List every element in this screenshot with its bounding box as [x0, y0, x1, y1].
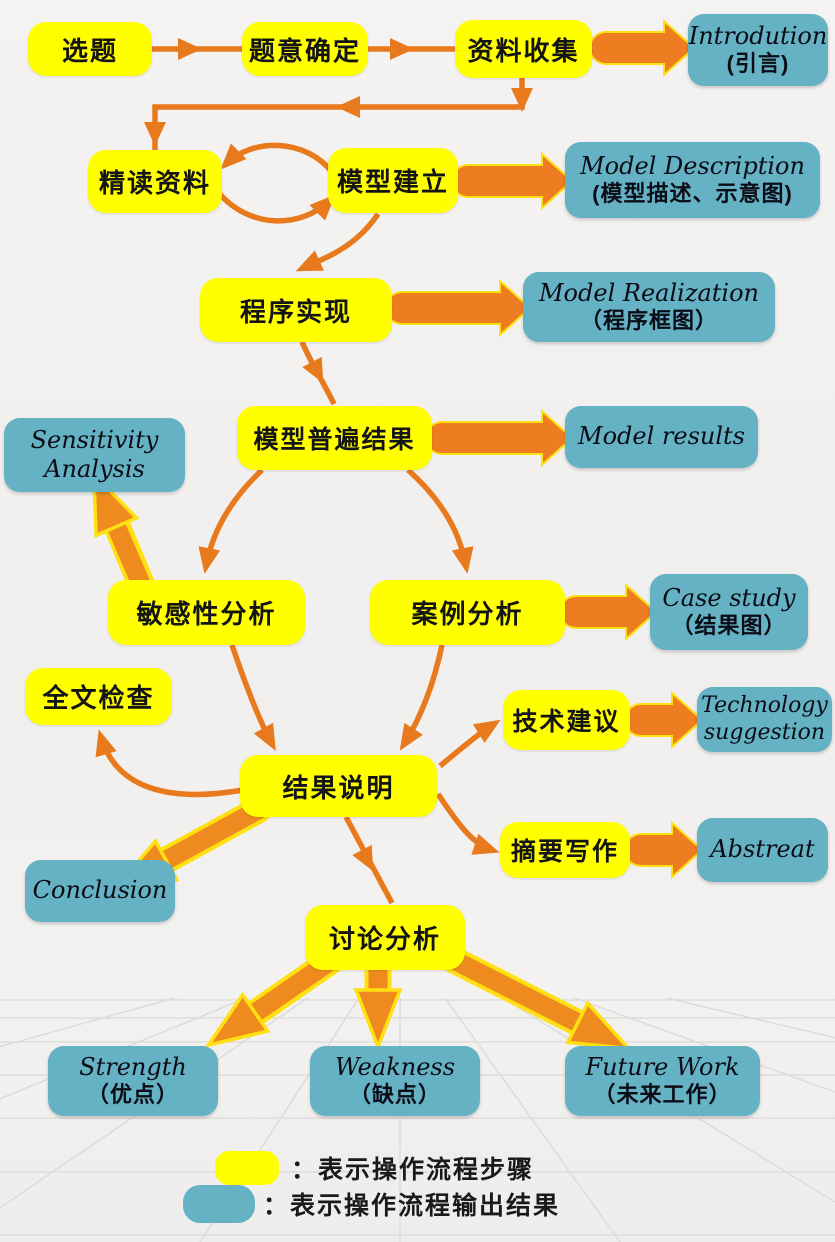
heavy-arrow-to-strength [204, 950, 342, 1049]
step-label: 题意确定 [248, 35, 361, 66]
step-label: 结果说明 [282, 772, 395, 803]
output-line2: Analysis [44, 455, 145, 483]
connector-case-to-explanation [399, 644, 445, 751]
step-problem-definition: 题意确定 [242, 22, 368, 76]
output-line2: （未来工作） [593, 1082, 732, 1108]
output-line1: Abstreat [710, 835, 815, 864]
step-label: 讨论分析 [328, 924, 441, 954]
output-technology-suggestion: Technology suggestion [697, 687, 832, 752]
output-line2: （结果图） [671, 613, 787, 639]
output-weakness: Weakness （缺点） [310, 1046, 480, 1116]
output-line1: Sensitivity [30, 425, 159, 454]
connector-explanation-to-suggestion [438, 719, 501, 769]
output-model-description: Model Description (模型描述、示意图) [565, 142, 820, 218]
step-model-general-results: 模型普遍结果 [237, 406, 432, 470]
mid-arrowheads [144, 38, 533, 872]
step-discussion-analysis: 讨论分析 [305, 905, 465, 970]
block-arrow-writing-to-abstract [624, 820, 704, 880]
connector-cycle-bottom-arc [215, 190, 336, 224]
heavy-arrow-to-sensitivity-output [91, 469, 152, 596]
output-line1: Model Realization [538, 278, 759, 307]
output-line1: Model results [578, 422, 745, 451]
output-conclusion: Conclusion [25, 860, 175, 922]
step-label: 摘要写作 [510, 838, 619, 866]
connector-explanation-to-check [95, 729, 244, 798]
connector-results-to-case [406, 467, 474, 574]
step-label: 资料收集 [467, 35, 580, 66]
output-line2: （缺点） [348, 1082, 441, 1108]
step-label: 模型普遍结果 [253, 426, 416, 454]
step-case-analysis: 案例分析 [370, 580, 565, 645]
legend-output-swatch [183, 1185, 255, 1223]
block-arrow-building-to-description [451, 151, 574, 211]
step-model-building: 模型建立 [328, 148, 458, 213]
heavy-arrow-to-future-work [440, 948, 633, 1051]
block-arrow-results-to-model-results [425, 408, 574, 468]
connector-explanation-to-abstract-writing [435, 792, 500, 855]
step-label: 全文检查 [42, 683, 155, 713]
output-case-study: Case study （结果图） [650, 574, 808, 650]
output-line1: Future Work [585, 1052, 740, 1081]
step-label: 技术建议 [512, 708, 621, 736]
output-line1: Strength [79, 1052, 187, 1081]
legend-step-text: ：表示操作流程步骤 [291, 1156, 535, 1184]
connector-sensitivity-to-explanation [229, 644, 276, 752]
output-introduction: Introdution (引言) [688, 14, 828, 86]
step-topic-selection: 选题 [28, 22, 152, 76]
output-line2: (引言) [726, 51, 790, 77]
heavy-arrows [91, 469, 633, 1052]
step-label: 敏感性分析 [136, 599, 277, 629]
step-program-implementation: 程序实现 [200, 278, 392, 342]
output-model-realization: Model Realization （程序框图） [523, 272, 775, 342]
output-line1: Technology [701, 692, 828, 718]
step-technical-suggestion: 技术建议 [503, 690, 630, 750]
step-label: 精读资料 [98, 168, 211, 198]
output-future-work: Future Work （未来工作） [565, 1046, 760, 1116]
output-line2: (模型描述、示意图) [592, 181, 793, 207]
output-line1: Introdution [688, 21, 828, 50]
step-intensive-reading: 精读资料 [88, 150, 222, 213]
connector-collection-elbow-to-reading [152, 78, 525, 150]
step-label: 程序实现 [239, 296, 352, 327]
heavy-arrow-to-conclusion [111, 800, 268, 891]
output-line1: Case study [662, 583, 796, 612]
output-abstract: Abstreat [697, 818, 828, 882]
connector-cycle-top-arc [220, 142, 335, 174]
connector-results-to-sensitivity-step [198, 467, 264, 574]
step-label: 选题 [61, 35, 118, 66]
step-data-collection: 资料收集 [455, 20, 592, 78]
step-label: 模型建立 [336, 167, 449, 197]
output-strength: Strength （优点） [48, 1046, 218, 1116]
output-line1: Weakness [334, 1052, 456, 1081]
output-sensitivity-analysis: Sensitivity Analysis [4, 418, 185, 492]
step-full-text-check: 全文检查 [25, 668, 172, 725]
output-line2: （优点） [86, 1082, 179, 1108]
legend-step-row: ：表示操作流程步骤 [215, 1150, 534, 1186]
block-arrow-program-to-realization [385, 278, 532, 338]
legend-output-row: ：表示操作流程输出结果 [183, 1184, 560, 1224]
output-model-results: Model results [565, 406, 758, 468]
output-line1: Model Description [580, 151, 805, 180]
step-sensitivity-analysis: 敏感性分析 [108, 580, 305, 645]
output-line2: （程序框图） [579, 308, 718, 334]
legend-step-swatch [215, 1151, 279, 1185]
step-label: 案例分析 [411, 599, 524, 629]
step-abstract-writing: 摘要写作 [500, 822, 630, 878]
output-line2: suggestion [703, 719, 826, 745]
connector-building-to-program [295, 212, 381, 272]
block-arrow-collection-to-introduction [589, 18, 696, 78]
output-line1: Conclusion [32, 876, 168, 905]
block-arrow-suggestion-to-technology [624, 690, 704, 750]
legend-output-text: ：表示操作流程输出结果 [263, 1192, 561, 1220]
step-results-explanation: 结果说明 [240, 755, 437, 817]
block-arrow-case-to-case-study [559, 582, 658, 642]
